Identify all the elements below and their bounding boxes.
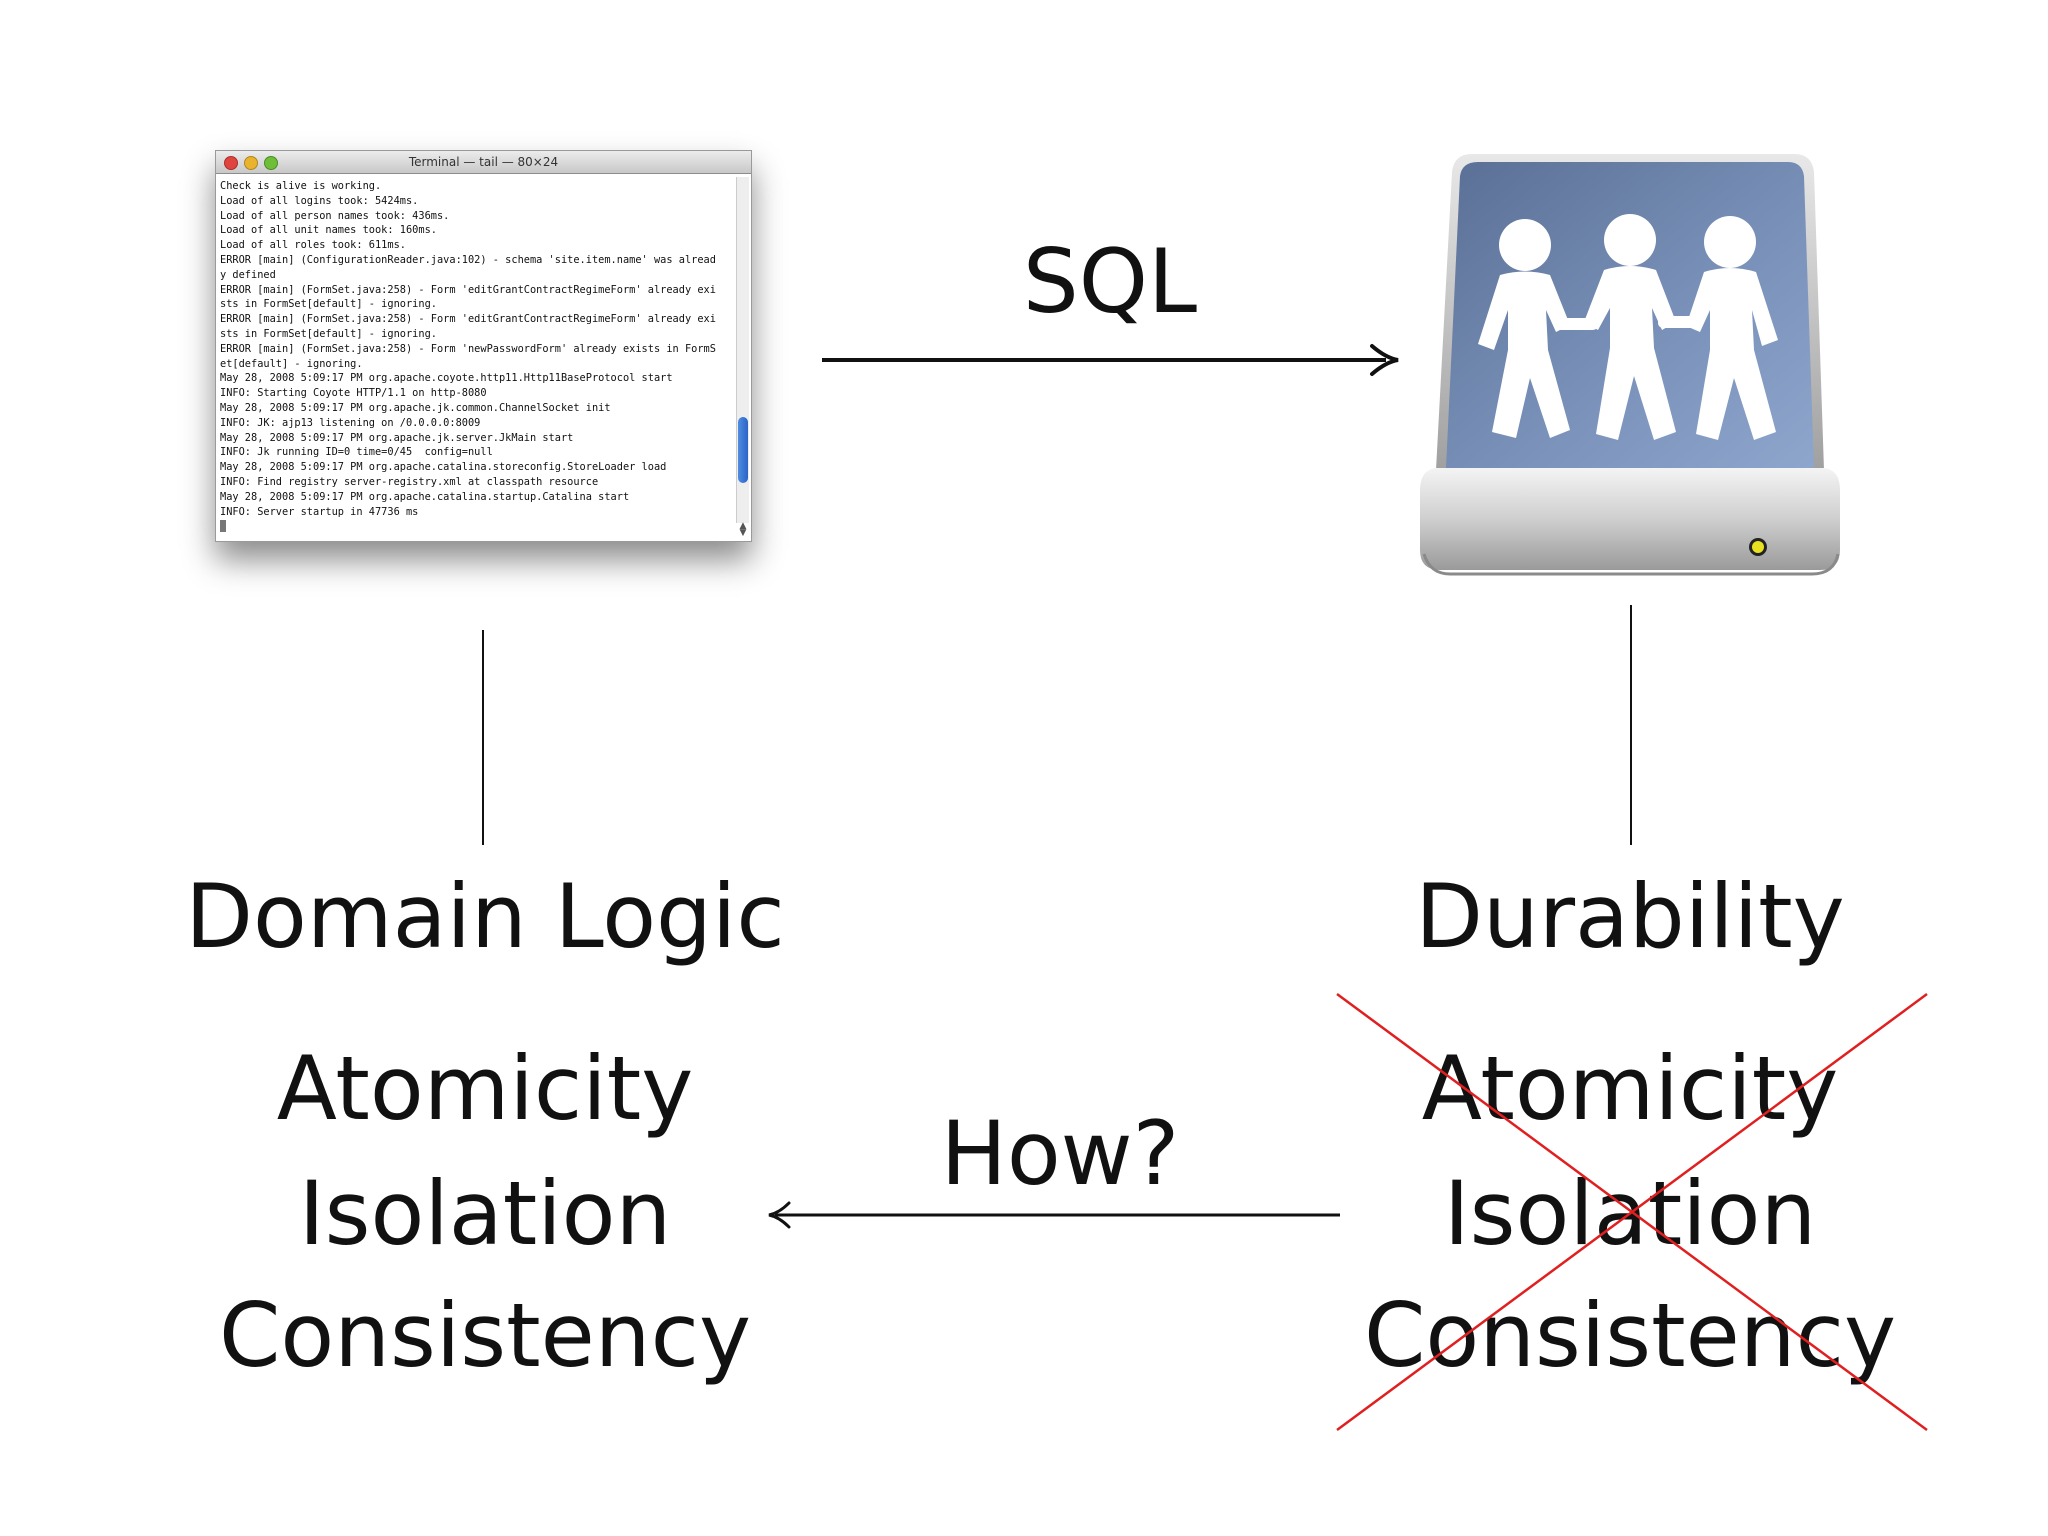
terminal-line: Load of all roles took: 611ms. [220,239,406,252]
terminal-line: INFO: Server startup in 47736 ms [220,505,419,518]
terminal-line: ERROR [main] (ConfigurationReader.java:1… [220,253,716,266]
red-x-cross-icon [1336,992,1928,1432]
terminal-cursor [220,520,226,533]
scrollbar-thumb[interactable] [738,417,748,483]
terminal-line: et[default] - ignoring. [220,357,363,370]
terminal-scrollbar[interactable] [736,177,749,523]
terminal-line: INFO: JK: ajp13 listening on /0.0.0.0:80… [220,416,481,429]
terminal-window[interactable]: Terminal — tail — 80×24 Check is alive i… [215,150,752,542]
terminal-line: INFO: Find registry server-registry.xml … [220,475,599,488]
terminal-title: Terminal — tail — 80×24 [408,155,559,169]
left-item-isolation: Isolation [298,1162,672,1265]
terminal-line: Load of all logins took: 5424ms. [220,194,419,207]
terminal-line: ERROR [main] (FormSet.java:258) - Form '… [220,342,716,355]
terminal-line: Check is alive is working. [220,180,382,192]
terminal-line: May 28, 2008 5:09:17 PM org.apache.catal… [220,490,630,503]
terminal-line: May 28, 2008 5:09:17 PM org.apache.coyot… [220,372,673,385]
zoom-button-icon[interactable] [264,156,278,170]
terminal-line: INFO: Jk running ID=0 time=0/45 config=n… [220,446,493,459]
terminal-line: ERROR [main] (FormSet.java:258) - Form '… [220,283,716,296]
terminal-line: Load of all unit names took: 160ms. [220,224,437,237]
left-item-consistency: Consistency [218,1284,752,1387]
terminal-line: sts in FormSet[default] - ignoring. [220,298,437,311]
right-item-consistency: Consistency [1363,1284,1897,1387]
left-connector-line [482,630,484,845]
right-item-atomicity: Atomicity [1421,1037,1839,1140]
terminal-line: May 28, 2008 5:09:17 PM org.apache.jk.co… [220,401,611,414]
how-label: How? [940,1102,1180,1205]
terminal-output[interactable]: Check is alive is working. Load of all lo… [220,179,731,537]
scroll-arrows-icon[interactable]: ▲▼ [739,521,747,538]
terminal-line: ERROR [main] (FormSet.java:258) - Form '… [220,313,716,326]
close-button-icon[interactable] [224,156,238,170]
how-arrow [768,1201,1340,1229]
terminal-line: Load of all person names took: 436ms. [220,209,450,222]
sql-arrow [822,344,1399,376]
domain-logic-heading: Domain Logic [185,865,785,968]
minimize-button-icon[interactable] [244,156,258,170]
sql-label: SQL [1022,230,1198,333]
right-connector-line [1630,605,1632,845]
terminal-line: May 28, 2008 5:09:17 PM org.apache.jk.se… [220,431,574,444]
terminal-line: y defined [220,268,276,281]
terminal-titlebar[interactable]: Terminal — tail — 80×24 [216,151,751,174]
left-item-atomicity: Atomicity [276,1037,694,1140]
terminal-line: INFO: Starting Coyote HTTP/1.1 on http-8… [220,387,487,400]
durability-heading: Durability [1415,865,1845,968]
terminal-line: sts in FormSet[default] - ignoring. [220,327,437,340]
terminal-line: May 28, 2008 5:09:17 PM org.apache.catal… [220,461,667,474]
file-server-people-icon [1420,154,1840,576]
